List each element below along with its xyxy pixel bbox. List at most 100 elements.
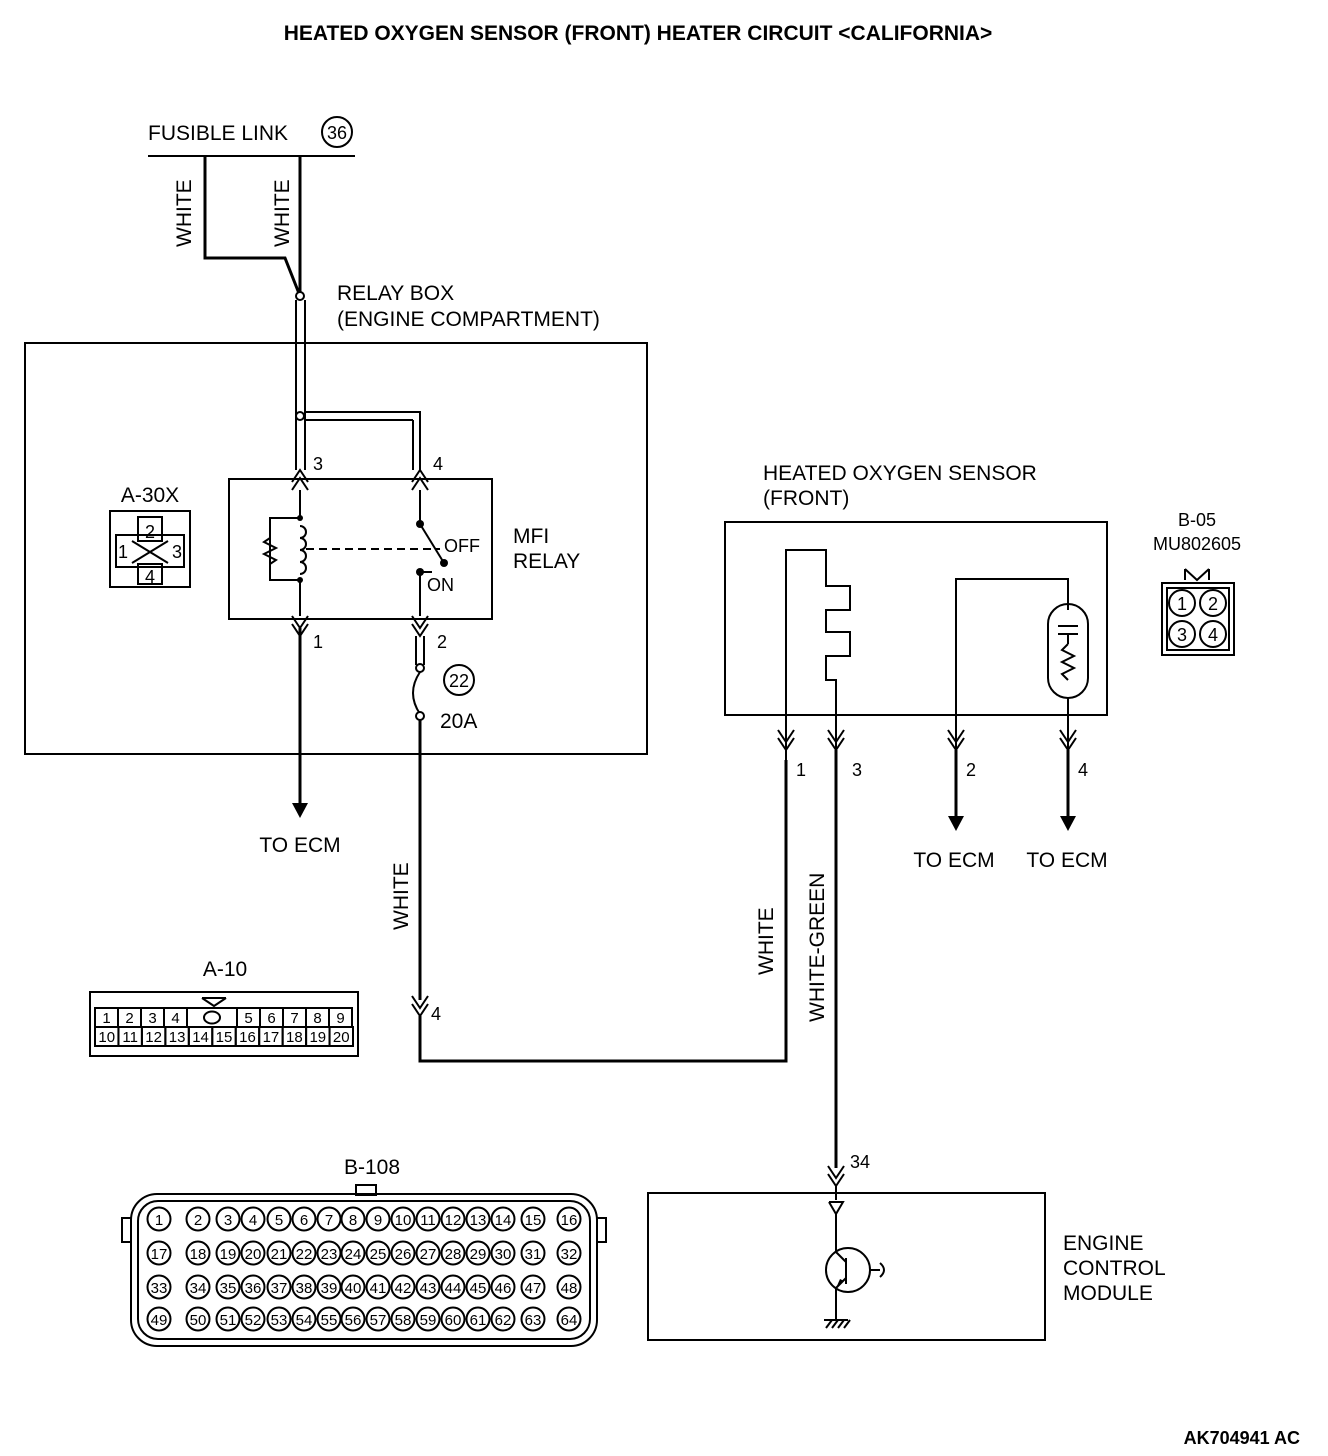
b108-pin-label: 10 — [395, 1212, 412, 1229]
b108-pin — [146, 1206, 172, 1232]
ecm-pin-34: 34 — [850, 1152, 870, 1172]
b108-pin-label: 46 — [495, 1280, 512, 1297]
to-ecm-arrow-1 — [292, 803, 308, 818]
b108-pin-label: 21 — [271, 1246, 288, 1263]
a10-pin: 6 — [267, 1010, 275, 1027]
mfi-relay — [228, 478, 493, 620]
b05-pin-2: 2 — [1208, 594, 1218, 614]
b108-pin-label: 38 — [296, 1280, 313, 1297]
relay-switch: OFF ON — [416, 490, 480, 616]
b108-pin — [146, 1240, 172, 1266]
b108-pin — [490, 1206, 516, 1232]
b108-pin — [415, 1274, 441, 1300]
b108-pin — [365, 1240, 391, 1266]
b108-pin-label: 13 — [470, 1212, 487, 1229]
a10-pin: 19 — [309, 1029, 326, 1046]
b108-pin — [490, 1274, 516, 1300]
b108-pin — [490, 1306, 516, 1332]
fuse-22: 22 20A — [412, 636, 477, 733]
b108-pin — [556, 1206, 582, 1232]
b108-pin-label: 8 — [349, 1212, 357, 1229]
b108-pin-label: 36 — [245, 1280, 262, 1297]
b108-pin-label: 19 — [220, 1246, 237, 1263]
relay-terminal-4: 4 — [433, 454, 443, 474]
a30x-pin-1: 1 — [118, 542, 128, 562]
a10-pin: 12 — [145, 1029, 162, 1046]
b108-pin — [520, 1274, 546, 1300]
b108-pin — [240, 1206, 266, 1232]
a10-pin: 15 — [216, 1029, 233, 1046]
b108-pin-label: 7 — [325, 1212, 333, 1229]
b108-pin-label: 59 — [420, 1312, 437, 1329]
b108-pin-label: 6 — [300, 1212, 308, 1229]
b108-pin — [266, 1206, 292, 1232]
b108-pin — [185, 1306, 211, 1332]
b108-pin-label: 29 — [470, 1246, 487, 1263]
b108-pin-label: 58 — [395, 1312, 412, 1329]
a30x-pin-4: 4 — [145, 567, 155, 587]
b108-pin — [185, 1274, 211, 1300]
sensor-pin-2: 2 — [966, 760, 976, 780]
b108-pin-label: 30 — [495, 1246, 512, 1263]
b108-pin-label: 52 — [245, 1312, 262, 1329]
relay-terminal-2: 2 — [437, 632, 447, 652]
b108-pin — [415, 1206, 441, 1232]
b108-pin-label: 50 — [190, 1312, 207, 1329]
b108-pin — [215, 1274, 241, 1300]
b108-pin — [291, 1306, 317, 1332]
b108-pin-label: 43 — [420, 1280, 437, 1297]
b108-pin — [240, 1274, 266, 1300]
b108-pin-label: 31 — [525, 1246, 542, 1263]
b108-pin-label: 28 — [445, 1246, 462, 1263]
a10-pin: 16 — [239, 1029, 256, 1046]
b108-pin-label: 11 — [420, 1212, 436, 1229]
b108-pin — [440, 1206, 466, 1232]
relay-switch-off-label: OFF — [444, 536, 480, 556]
a10-pin: 4 — [171, 1010, 179, 1027]
relay-coil — [261, 490, 440, 616]
b108-pin — [266, 1306, 292, 1332]
ecm-transistor — [824, 1186, 885, 1329]
b108-pin-label: 32 — [561, 1246, 578, 1263]
b108-pin — [240, 1240, 266, 1266]
b108-pin — [440, 1240, 466, 1266]
b108-pin — [415, 1306, 441, 1332]
b108-pin-label: 60 — [445, 1312, 462, 1329]
b108-pin — [215, 1206, 241, 1232]
b05-connector: 1 2 3 4 — [1161, 568, 1235, 656]
b108-pin — [465, 1306, 491, 1332]
b108-pin-label: 26 — [395, 1246, 412, 1263]
relay-terminal-1: 1 — [313, 632, 323, 652]
b108-pin — [465, 1240, 491, 1266]
a10-pin: 13 — [169, 1029, 186, 1046]
b108-pin — [415, 1240, 441, 1266]
b108-pin — [556, 1240, 582, 1266]
a30x-connector-id: A-30X — [121, 484, 179, 507]
b108-pin-label: 62 — [495, 1312, 512, 1329]
b108-pin — [440, 1306, 466, 1332]
ecm-label-2: CONTROL — [1063, 1257, 1166, 1280]
a10-pin: 7 — [290, 1010, 298, 1027]
a10-pin: 3 — [148, 1010, 156, 1027]
to-ecm-label-1: TO ECM — [259, 834, 340, 857]
sensor-pin-arrows — [777, 729, 1077, 752]
b108-pin-label: 63 — [525, 1312, 542, 1329]
b108-pin-label: 40 — [345, 1280, 362, 1297]
a10-pin: 20 — [333, 1029, 350, 1046]
a10-key-hole — [203, 1010, 221, 1025]
to-ecm-label-3: TO ECM — [1026, 849, 1107, 872]
wire-color-white-1: WHITE — [173, 179, 196, 247]
b108-pin — [185, 1240, 211, 1266]
to-ecm-label-2: TO ECM — [913, 849, 994, 872]
b108-pin-label: 35 — [220, 1280, 237, 1297]
b108-pin — [215, 1240, 241, 1266]
relay-box-sublabel: (ENGINE COMPARTMENT) — [337, 308, 600, 331]
relay-switch-on-label: ON — [427, 575, 454, 595]
b108-pin — [340, 1274, 366, 1300]
b108-pin — [520, 1206, 546, 1232]
b108-pin-label: 55 — [321, 1312, 338, 1329]
b108-pin-label: 20 — [245, 1246, 262, 1263]
b108-pin — [365, 1306, 391, 1332]
b108-pin-label: 18 — [190, 1246, 207, 1263]
